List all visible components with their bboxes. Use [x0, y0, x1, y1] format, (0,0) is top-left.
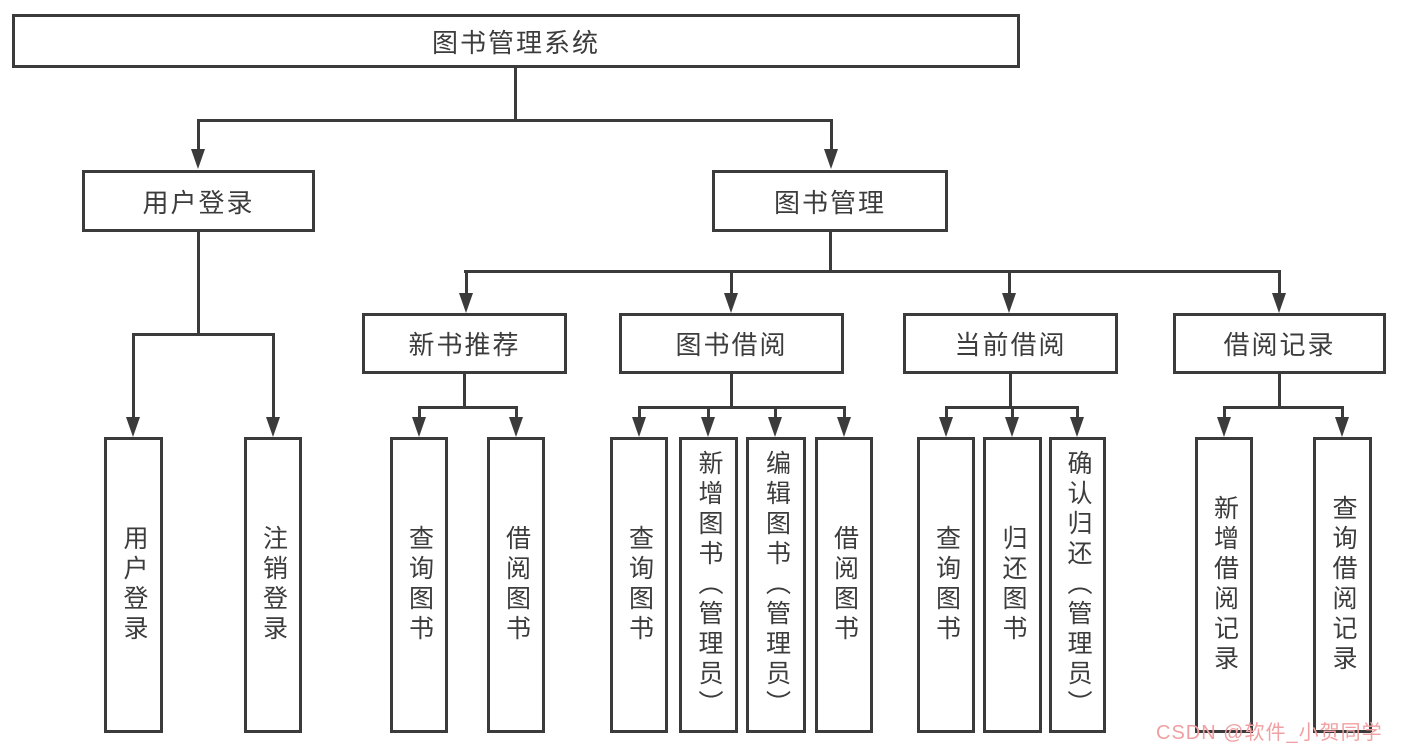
- connector-line: [197, 232, 200, 336]
- arrow-down-icon: [1217, 417, 1231, 437]
- arrow-down-icon: [824, 149, 838, 169]
- leaf-label: 查询图书: [625, 525, 654, 645]
- leaf-label: 查询图书: [932, 525, 961, 645]
- leaf-label: 确认归还（管理员）: [1064, 450, 1092, 720]
- leaf-label: 新增借阅记录: [1210, 495, 1239, 675]
- leaf-query-borrow-record: 查询借阅记录: [1313, 437, 1372, 733]
- arrow-down-icon: [1272, 293, 1286, 313]
- connector-line: [945, 406, 948, 420]
- arrow-down-icon: [701, 417, 715, 437]
- node-borrowing-records: 借阅记录: [1173, 313, 1386, 374]
- arrow-down-icon: [939, 417, 953, 437]
- leaf-add-borrow-record: 新增借阅记录: [1195, 437, 1253, 733]
- arrow-down-icon: [126, 417, 140, 437]
- connector-line: [829, 232, 832, 273]
- arrow-down-icon: [191, 149, 205, 169]
- leaf-label: 新增图书（管理员）: [695, 450, 723, 720]
- arrow-down-icon: [632, 417, 646, 437]
- connector-line: [1341, 406, 1344, 420]
- leaf-return-books: 归还图书: [983, 437, 1042, 733]
- connector-line: [1011, 406, 1014, 420]
- arrow-down-icon: [1002, 293, 1016, 313]
- connector-line: [843, 406, 846, 420]
- node-current-borrowing: 当前借阅: [903, 313, 1118, 374]
- connector-line: [197, 119, 833, 122]
- leaf-query-books: 查询图书: [390, 437, 448, 733]
- connector-line: [1008, 270, 1011, 295]
- leaf-label: 用户登录: [120, 525, 148, 645]
- arrow-down-icon: [768, 417, 782, 437]
- leaf-query-books: 查询图书: [917, 437, 975, 733]
- arrow-down-icon: [1005, 417, 1019, 437]
- leaf-add-books-admin: 新增图书（管理员）: [679, 437, 738, 733]
- arrow-down-icon: [509, 417, 523, 437]
- connector-line: [1076, 406, 1079, 420]
- leaf-label: 归还图书: [999, 525, 1027, 645]
- watermark: CSDN @软件_小贺同学: [1156, 722, 1383, 744]
- leaf-borrow-books: 借阅图书: [815, 437, 873, 733]
- node-new-book-recommendation: 新书推荐: [362, 313, 567, 374]
- connector-line: [464, 270, 1281, 273]
- connector-line: [132, 333, 135, 419]
- connector-line: [638, 406, 641, 420]
- connector-line: [707, 406, 710, 420]
- connector-line: [463, 374, 466, 409]
- arrow-down-icon: [266, 417, 280, 437]
- connector-line: [730, 374, 733, 409]
- connector-line: [1278, 374, 1281, 409]
- arrow-down-icon: [1335, 417, 1349, 437]
- node-user-login: 用户登录: [82, 170, 315, 232]
- node-book-management: 图书管理: [712, 170, 948, 232]
- leaf-label: 查询图书: [405, 525, 434, 645]
- connector-line: [1278, 270, 1281, 295]
- connector-line: [418, 406, 421, 420]
- leaf-query-books: 查询图书: [610, 437, 668, 733]
- arrow-down-icon: [1070, 417, 1084, 437]
- node-book-borrowing: 图书借阅: [619, 313, 844, 374]
- arrow-down-icon: [724, 293, 738, 313]
- connector-line: [272, 333, 275, 419]
- arrow-down-icon: [837, 417, 851, 437]
- connector-line: [730, 270, 733, 295]
- connector-line: [515, 406, 518, 420]
- leaf-label: 借阅图书: [830, 525, 859, 645]
- arrow-down-icon: [412, 417, 426, 437]
- arrow-down-icon: [459, 293, 473, 313]
- connector-line: [1223, 406, 1344, 409]
- connector-line: [1223, 406, 1226, 420]
- connector-line: [830, 119, 833, 151]
- leaf-logout: 注销登录: [244, 437, 302, 733]
- leaf-user-login: 用户登录: [104, 437, 163, 733]
- connector-line: [514, 68, 517, 121]
- leaf-borrow-books: 借阅图书: [487, 437, 545, 733]
- connector-line: [465, 270, 468, 295]
- leaf-label: 借阅图书: [502, 525, 531, 645]
- connector-line: [197, 119, 200, 151]
- connector-line: [418, 406, 518, 409]
- connector-line: [1009, 374, 1012, 409]
- leaf-label: 注销登录: [259, 525, 288, 645]
- connector-line: [132, 333, 275, 336]
- leaf-edit-books-admin: 编辑图书（管理员）: [746, 437, 806, 733]
- connector-line: [638, 406, 846, 409]
- leaf-confirm-return-admin: 确认归还（管理员）: [1049, 437, 1106, 733]
- leaf-label: 查询借阅记录: [1329, 495, 1357, 675]
- connector-line: [774, 406, 777, 420]
- leaf-label: 编辑图书（管理员）: [762, 450, 791, 720]
- node-library-system: 图书管理系统: [12, 14, 1020, 68]
